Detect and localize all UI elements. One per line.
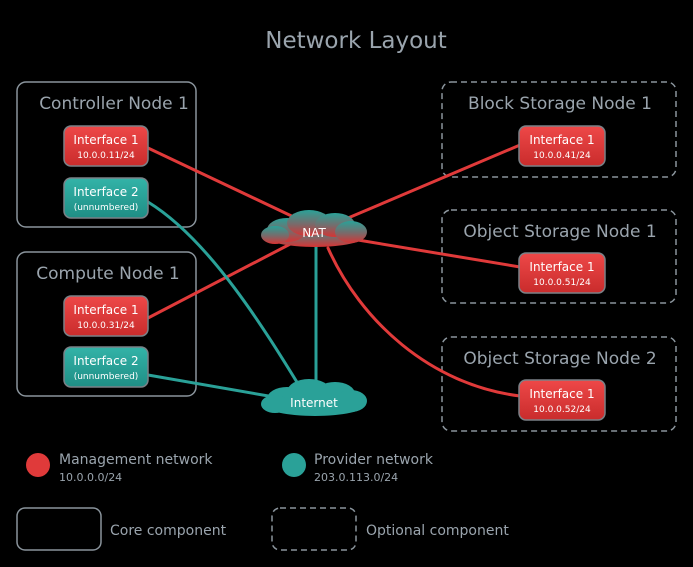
interface-label: Interface 1	[73, 303, 138, 317]
interface-controller-1: Interface 1 10.0.0.11/24	[63, 125, 149, 167]
legend-provider-label: Provider network	[314, 452, 434, 468]
link-object2-if1-nat	[326, 246, 522, 398]
interface-label: Interface 1	[73, 133, 138, 147]
link-object1-if1-nat	[356, 238, 522, 269]
link-block-if1-nat	[346, 143, 522, 220]
nat-label: NAT	[302, 226, 326, 240]
object-storage-node-2-title: Object Storage Node 2	[463, 349, 656, 369]
interface-address: 10.0.0.41/24	[533, 151, 591, 161]
interface-address: (unnumbered)	[74, 372, 139, 382]
interface-object-storage-1: Interface 1 10.0.0.51/24	[518, 252, 606, 294]
provider-network-swatch	[282, 453, 306, 477]
interface-compute-2: Interface 2 (unnumbered)	[63, 346, 149, 388]
link-controller-if2-internet	[146, 200, 305, 394]
interface-address: 10.0.0.11/24	[77, 151, 135, 161]
legend-core-label: Core component	[110, 523, 227, 539]
nat-cloud: NAT	[261, 210, 367, 247]
compute-node-box	[16, 251, 197, 397]
interface-label: Interface 2	[73, 354, 138, 368]
legend-provider-subnet: 203.0.113.0/24	[314, 471, 398, 484]
interface-address: (unnumbered)	[74, 203, 139, 213]
interface-label: Interface 1	[529, 260, 594, 274]
interface-label: Interface 1	[529, 387, 594, 401]
compute-node-title: Compute Node 1	[36, 264, 180, 284]
management-network-swatch	[26, 453, 50, 477]
controller-node-title: Controller Node 1	[39, 94, 189, 114]
link-controller-if1-nat	[146, 146, 302, 222]
interface-label: Interface 1	[529, 133, 594, 147]
object-storage-node-1-title: Object Storage Node 1	[463, 222, 656, 242]
legend-management-label: Management network	[59, 452, 213, 468]
interface-object-storage-2: Interface 1 10.0.0.52/24	[518, 379, 606, 421]
interface-address: 10.0.0.51/24	[533, 278, 591, 288]
legend-optional-label: Optional component	[366, 523, 509, 539]
interface-address: 10.0.0.31/24	[77, 321, 135, 331]
link-compute-if2-internet	[146, 373, 282, 400]
core-component-swatch	[16, 507, 102, 551]
link-compute-if1-nat	[146, 238, 300, 320]
interface-label: Interface 2	[73, 185, 138, 199]
optional-component-swatch	[271, 507, 357, 551]
block-storage-node-title: Block Storage Node 1	[468, 94, 652, 114]
interface-address: 10.0.0.52/24	[533, 405, 591, 415]
page-title: Network Layout	[265, 28, 447, 54]
interface-compute-1: Interface 1 10.0.0.31/24	[63, 295, 149, 337]
legend-management-subnet: 10.0.0.0/24	[59, 471, 122, 484]
controller-node-box	[16, 81, 197, 228]
internet-label: Internet	[290, 396, 338, 410]
interface-block-storage-1: Interface 1 10.0.0.41/24	[518, 125, 606, 167]
interface-controller-2: Interface 2 (unnumbered)	[63, 177, 149, 219]
internet-cloud: Internet	[261, 379, 367, 416]
